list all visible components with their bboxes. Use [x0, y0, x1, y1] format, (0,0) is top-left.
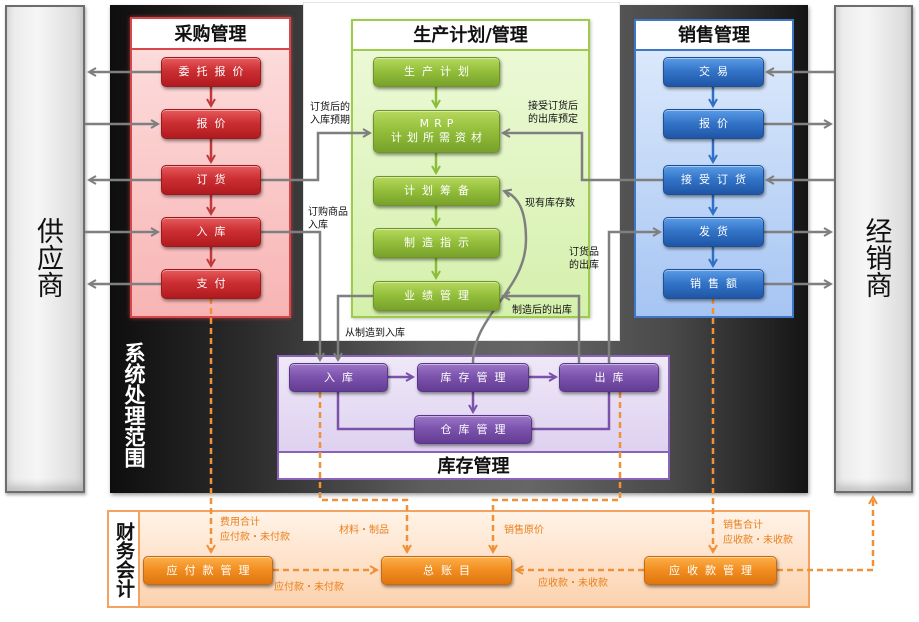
node-transaction: 交易 — [663, 57, 764, 87]
dashed-receipt-to-ledger — [318, 392, 412, 555]
mrp-subtitle: 计划所需资材 — [391, 131, 487, 144]
node-plan-preparation: 计划筹备 — [373, 176, 500, 206]
arrow-order-to-mrp — [261, 128, 373, 182]
supplier-box: 供应商 — [5, 5, 85, 493]
node-production-plan: 生产计划 — [373, 57, 500, 87]
node-general-ledger: 总账目 — [381, 556, 512, 585]
inventory-title: 库存管理 — [279, 451, 668, 478]
label-sales-total: 销售合计 应收款・未收款 — [723, 518, 793, 548]
label-line: 的出库预定 — [528, 114, 578, 125]
label-receivable-uncollected: 应收款・未收款 — [538, 578, 608, 589]
node-mrp: MRP 计划所需资材 — [373, 110, 500, 153]
node-sales-amount: 销售额 — [663, 269, 764, 299]
label-line: 费用合计 — [220, 517, 260, 528]
label-line: 接受订货后 — [528, 101, 578, 112]
line-ship-to-warehouse — [532, 392, 611, 431]
node-payment: 支付 — [161, 269, 261, 299]
label-line: 销售合计 — [723, 520, 763, 531]
label-post-manufacture-shipment: 制造后的出库 — [512, 305, 572, 316]
arrow-stock-to-planning — [471, 188, 528, 364]
node-accounts-payable: 应付款管理 — [143, 556, 273, 585]
label-manufacture-to-receipt: 从制造到入库 — [345, 328, 405, 339]
label-line: 应付款・未付款 — [220, 532, 290, 543]
purchase-title: 采购管理 — [132, 19, 289, 50]
label-materials-products: 材料・制品 — [339, 525, 389, 536]
label-line: 入库 — [308, 220, 328, 231]
sales-title: 销售管理 — [636, 21, 792, 51]
node-order-accept: 接受订货 — [663, 165, 764, 195]
node-quote-request: 委托报价 — [161, 57, 261, 87]
arrow-shipment-to-shipping — [607, 227, 663, 363]
node-inventory-ship: 出库 — [559, 363, 659, 392]
arrow-order-accept-to-mrp — [500, 128, 663, 182]
arrow-shipment-to-performance — [500, 291, 581, 363]
node-performance-mgmt: 业绩管理 — [373, 281, 500, 311]
supplier-label: 供应商 — [32, 217, 63, 298]
arrow-purchase-receipt-to-inventory — [261, 230, 325, 363]
label-current-stock: 现有库存数 — [525, 198, 575, 209]
arrow-performance-to-inventory — [333, 294, 373, 363]
node-warehouse-mgmt: 仓库管理 — [414, 415, 532, 444]
system-scope-label: 系统处理范围 — [122, 342, 146, 468]
label-line: 订购商品 — [308, 207, 348, 218]
node-purchase-order: 订货 — [161, 165, 261, 195]
label-line: 订货后的 — [310, 102, 350, 113]
production-title: 生产计划/管理 — [353, 21, 588, 51]
label-cost-of-sales: 销售原价 — [504, 525, 544, 536]
distributor-label: 经销商 — [860, 217, 892, 298]
finance-title-box: 财务会计 — [107, 510, 140, 608]
distributor-box: 经销商 — [834, 5, 913, 493]
mrp-title: MRP — [419, 117, 459, 130]
label-payable-unpaid: 应付款・未付款 — [274, 582, 344, 593]
label-purchased-goods-receipt: 订购商品 入库 — [308, 206, 348, 232]
label-order-accept-shipment: 接受订货后 的出库预定 — [528, 100, 578, 126]
node-manufacture-order: 制造指示 — [373, 228, 500, 258]
label-line: 的出库 — [569, 260, 599, 271]
label-order-receipt-expected: 订货后的 入库预期 — [310, 101, 350, 127]
node-sales-quote: 报价 — [663, 109, 764, 139]
node-purchase-quote: 报价 — [161, 109, 261, 139]
node-accounts-receivable: 应收款管理 — [644, 556, 777, 585]
node-shipping: 发货 — [663, 217, 764, 247]
node-purchase-receipt: 入库 — [161, 217, 261, 247]
label-line: 订货品 — [569, 247, 599, 258]
node-inventory-receive: 入库 — [289, 363, 388, 392]
finance-title: 财务会计 — [113, 522, 135, 598]
dashed-receivable-to-distributor — [777, 494, 878, 572]
label-ordered-goods-shipment: 订货品 的出库 — [569, 246, 599, 272]
node-stock-mgmt: 库存管理 — [417, 363, 529, 392]
label-expense-total: 费用合计 应付款・未付款 — [220, 515, 290, 545]
label-line: 应收款・未收款 — [723, 535, 793, 546]
label-line: 入库预期 — [310, 115, 350, 126]
dashed-shipment-to-ledger — [488, 392, 622, 555]
line-receive-to-warehouse — [336, 392, 414, 431]
